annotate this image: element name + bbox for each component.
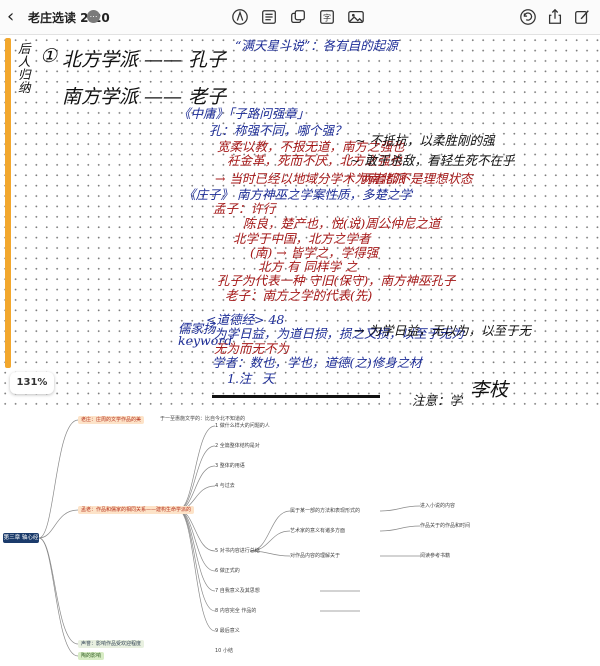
note-line-13: <道德经> 48 <box>206 312 285 327</box>
pen-tool-icon[interactable] <box>230 7 250 27</box>
south-school-line: 南方学派 —— 老子 <box>62 86 227 108</box>
mindmap-detail-c: 对作品内容的理解关于 <box>290 553 341 559</box>
note-line-9: (南) → 皆学之，学得强 <box>250 245 379 260</box>
mindmap-branch-3: 声誉：影响作品受欢迎程度 <box>78 640 145 648</box>
mindmap-item-8: 8 内容完全 作品的 <box>215 608 257 614</box>
undo-icon[interactable] <box>518 7 538 27</box>
back-chevron-icon[interactable]: ‹ <box>7 6 15 27</box>
mindmap-item-4: 4 与过去 <box>215 483 235 489</box>
text-tool-icon[interactable]: 字 <box>317 7 337 27</box>
note-line-16: 无为而无不为 <box>214 341 290 356</box>
note-line-15: 儒家扬 keyword <box>178 321 233 348</box>
mindmap-detail-a: 属于某一部的方法和表现形式的 <box>290 508 361 514</box>
mindmap-root: 第三章 轴心经典 <box>3 533 39 551</box>
note-line-7: 陈良，楚产也，悦(说)周公仲尼之道 <box>243 216 441 231</box>
share-icon[interactable] <box>545 7 565 27</box>
note-line-6: 孟子：许行 <box>213 201 276 216</box>
note-line-17: 学者：数也，学也，道德(之)修身之材 <box>212 355 422 370</box>
mindmap-item-6: 6 做正式的 <box>215 568 240 574</box>
mindmap-item-10: 10 小结 <box>215 648 233 654</box>
note-line-5: 《庄子》 南方神巫之学案性质，多楚之学 <box>183 187 412 202</box>
shapes-tool-icon[interactable] <box>288 7 308 27</box>
note-line-3-right: ~ 敢于杀敌，看轻生死不在乎 <box>350 153 515 168</box>
signature-line: 李枝 <box>470 379 509 401</box>
note-line-18: 注意：学 <box>412 393 463 408</box>
circle-number: ① <box>40 45 58 67</box>
note-line-1: 孔：称强不同，哪个强？ <box>209 123 347 138</box>
note-line-12: 老子：南方之学的代表(先) <box>225 288 373 303</box>
mindmap-branch-2: 孟老：作品和儒家的相同关系——建构生命学派的 <box>78 506 195 514</box>
north-school-line: 北方学派 —— 孔子 <box>62 49 227 71</box>
side-label: 后人归纳 <box>18 41 31 95</box>
mindmap-image[interactable]: 第三章 轴心经典 老庄：庄周的文学作品的美 于一至惠施文学的：比自今北不知道的 … <box>0 406 600 666</box>
mindmap-item-3: 3 整体的用语 <box>215 463 245 469</box>
mindmap-detail-f: 阅读参考书籍 <box>420 553 451 559</box>
note-line-11-right: ，南方神巫孔子 <box>368 273 456 288</box>
mindmap-branch-4: 陶的影响 <box>78 652 105 660</box>
axis-label-a: 1.注 <box>227 371 252 386</box>
mindmap-item-1: 1 做什么样大的问题的人 <box>215 423 270 429</box>
mindmap-detail-d: 进入小说的内容 <box>420 503 456 509</box>
note-line-10: 北方 有 同样学 之 <box>258 259 358 274</box>
note-line-4-right: 两者都不是理想状态 <box>360 171 473 186</box>
mindmap-branch-1-note: 于一至惠施文学的：比自今北不知道的 <box>160 416 246 422</box>
ink-stroke <box>212 395 380 398</box>
note-line-2-right: ~ 不抵抗，以柔胜刚的强 <box>355 133 495 148</box>
axis-label-b: 天 <box>262 371 275 386</box>
mindmap-item-5: 5 对书内容进行总结 <box>215 548 260 554</box>
mindmap-connectors <box>38 419 421 657</box>
note-line-14-right: → 为学日益，无以为，以至于无 <box>354 323 531 338</box>
mindmap-branch-1: 老庄：庄周的文学作品的美 <box>78 416 145 424</box>
note-canvas[interactable] <box>0 35 600 405</box>
top-toolbar: ‹ 老庄选读 2.20 ⋯ 字 <box>0 0 600 35</box>
image-tool-icon[interactable] <box>346 7 366 27</box>
mindmap-detail-e: 作品关于的作品和时间 <box>420 523 471 529</box>
textbox-tool-icon[interactable] <box>259 7 279 27</box>
mindmap-detail-b: 艺术家的意义有诸多方面 <box>290 528 346 534</box>
note-line-4: → 当时已经以地域分学术为南北派 <box>215 171 405 186</box>
svg-text:字: 字 <box>323 13 331 23</box>
note-line-3: 衽金革，死而不厌，北方之强也 <box>227 153 403 168</box>
mindmap-item-9: 9 最后意义 <box>215 628 240 634</box>
note-line-8: 北学于中国，北方之学者 <box>233 231 371 246</box>
quote-line: “满天星斗说”：各有自的起源 <box>235 38 398 53</box>
zoom-indicator[interactable]: 131% <box>10 372 54 394</box>
title-menu-icon[interactable]: ⋯ <box>87 10 100 23</box>
scroll-accent-bar[interactable] <box>5 38 11 368</box>
mindmap-item-7: 7 自我意义及其思想 <box>215 588 260 594</box>
edit-icon[interactable] <box>572 7 592 27</box>
note-line-11: 孔子为代表一种 守旧(保守) <box>217 273 369 288</box>
zhongyong-line: 《中庸》「子路问强章」 <box>178 106 310 121</box>
mindmap-item-2: 2 全篇整体结构是对 <box>215 443 260 449</box>
note-line-2: 宽柔以教，不报无道，南方之强也 <box>217 139 405 154</box>
note-line-14: 为学日益，为道日损，损之又损，以至于无为 <box>214 326 465 341</box>
